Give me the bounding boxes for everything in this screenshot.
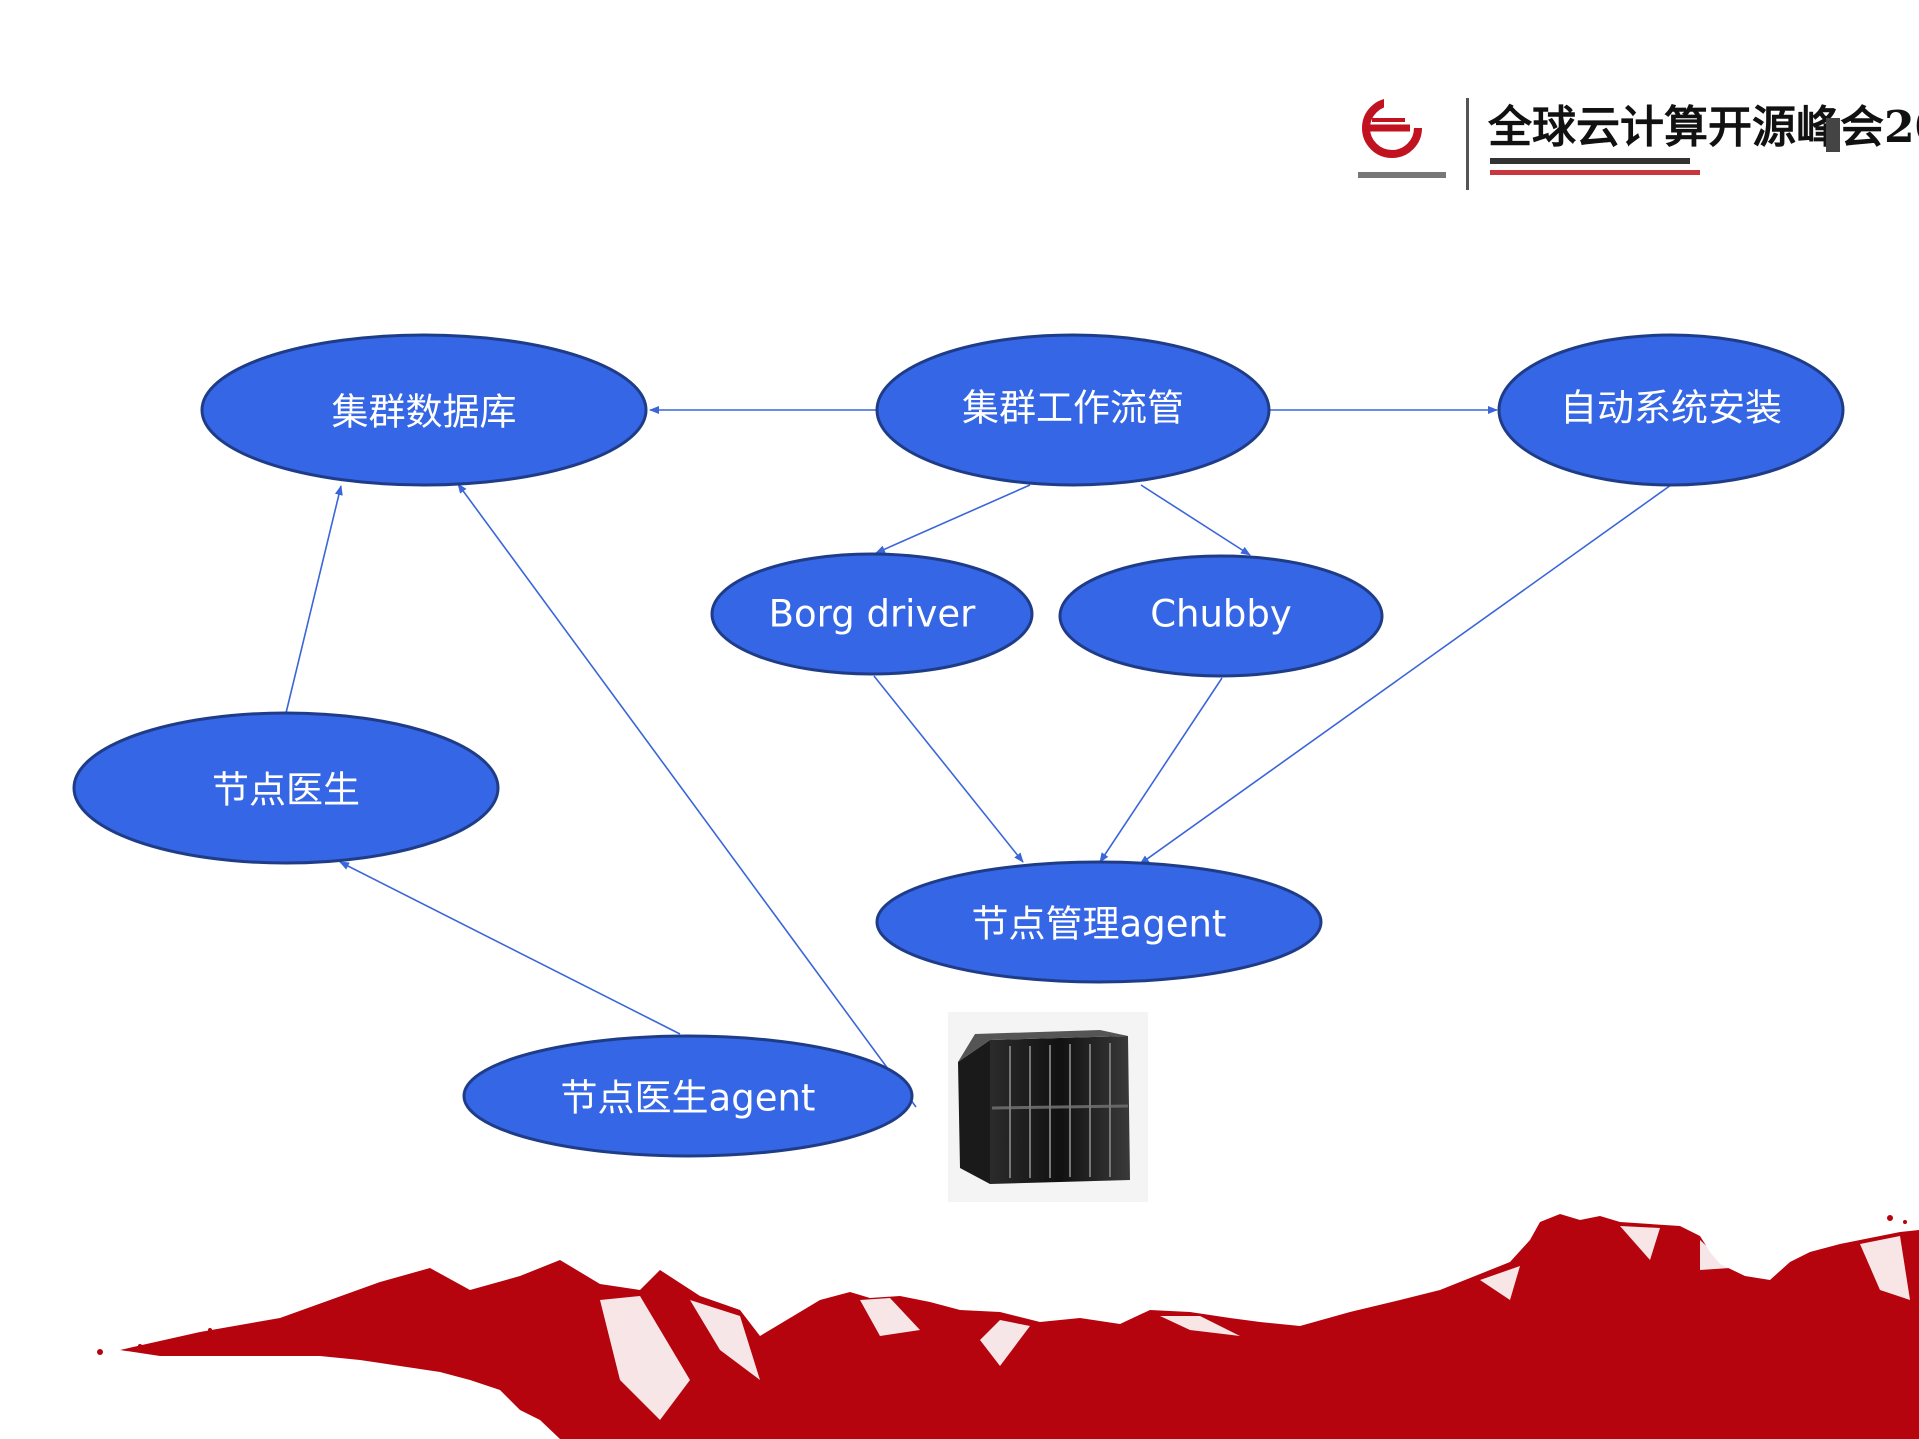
edge-workflow-to-borg — [875, 484, 1031, 554]
node-cluster-workflow-label: 集群工作流管 — [962, 387, 1184, 430]
edge-borg-to-mgmt — [873, 675, 1024, 863]
node-cluster-db-label: 集群数据库 — [332, 391, 517, 434]
node-node-doctor[interactable]: 节点医生 — [72, 711, 500, 865]
node-borg-driver[interactable]: Borg driver — [710, 552, 1034, 676]
node-chubby-label: Chubby — [1150, 593, 1292, 636]
node-cluster-workflow[interactable]: 集群工作流管 — [875, 333, 1271, 487]
node-node-doctor-label: 节点医生 — [212, 769, 360, 812]
edge-doctor-to-db — [285, 485, 343, 714]
node-node-doctor-agent[interactable]: 节点医生agent — [462, 1034, 914, 1158]
server-rack-icon — [948, 1012, 1148, 1202]
logo-subtitle-bar — [1490, 158, 1690, 164]
node-node-mgmt-agent-label: 节点管理agent — [972, 903, 1227, 946]
edge-server-to-db — [457, 483, 917, 1108]
edge-install-to-mgmt — [1139, 484, 1672, 865]
node-node-mgmt-agent[interactable]: 节点管理agent — [875, 860, 1323, 984]
edge-chubby-to-mgmt — [1099, 677, 1223, 863]
edge-doctor-agent-to-doctor — [339, 861, 681, 1035]
node-auto-install-label: 自动系统安装 — [1560, 387, 1782, 430]
red-mountain-banner — [97, 1214, 1919, 1439]
event-name: 全球云计算开源峰会2017 — [1487, 102, 1919, 153]
edge-workflow-to-chubby — [1140, 484, 1251, 556]
logo-badge — [1826, 118, 1840, 152]
logo-subtitle-bar-red — [1490, 170, 1700, 175]
logo-divider — [1466, 98, 1469, 190]
e-logo-icon — [1358, 98, 1446, 178]
header-logo: 全球云计算开源峰会2017 — [1358, 98, 1919, 190]
node-borg-driver-label: Borg driver — [769, 593, 976, 636]
node-auto-install[interactable]: 自动系统安装 — [1497, 333, 1845, 487]
node-node-doctor-agent-label: 节点医生agent — [561, 1077, 816, 1120]
node-chubby[interactable]: Chubby — [1058, 554, 1384, 678]
node-cluster-db[interactable]: 集群数据库 — [200, 333, 648, 487]
edges — [285, 406, 1672, 1108]
